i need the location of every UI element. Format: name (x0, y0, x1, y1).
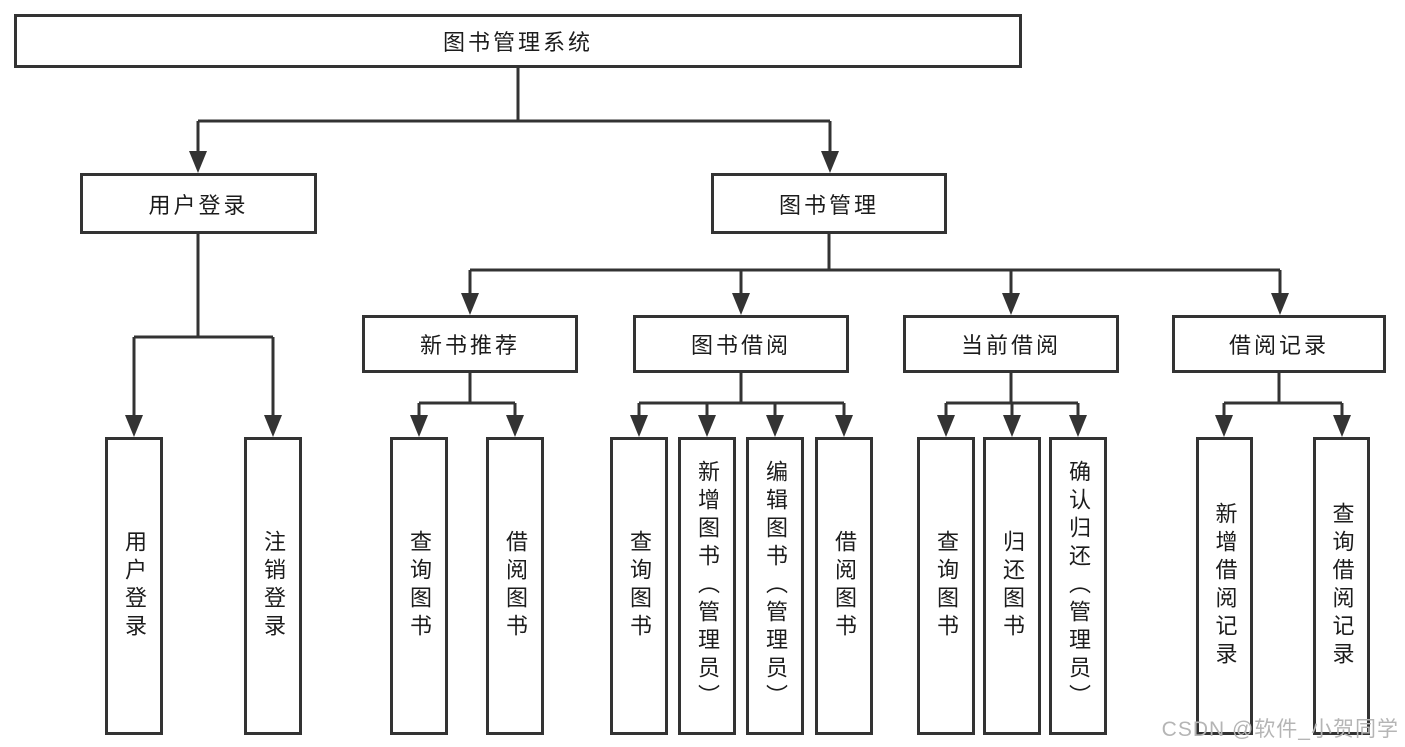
edge-bookmgmt-to-level3 (468, 234, 1282, 295)
arrowheads (125, 151, 1351, 437)
node-leaf-edit-books-admin: 编辑图书（管理员） (746, 437, 804, 735)
node-leaf-add-borrow-record: 新增借阅记录 (1196, 437, 1253, 735)
node-leaf-query-books-borrow: 查询图书 (610, 437, 668, 735)
node-leaf-borrow-books-recommend: 借阅图书 (486, 437, 544, 735)
node-label: 注销登录 (261, 530, 286, 642)
node-book-management-system: 图书管理系统 (14, 14, 1022, 68)
arrowhead-icon (821, 151, 839, 173)
node-label: 编辑图书（管理员） (763, 460, 788, 712)
arrowhead-icon (461, 293, 479, 315)
node-label: 查询图书 (627, 530, 652, 642)
node-label: 图书管理 (778, 192, 879, 218)
node-leaf-query-borrow-record: 查询借阅记录 (1313, 437, 1370, 735)
node-leaf-return-books: 归还图书 (983, 437, 1041, 735)
node-label: 归还图书 (1000, 530, 1025, 642)
arrowhead-icon (410, 415, 428, 437)
arrowhead-icon (835, 415, 853, 437)
node-leaf-confirm-return-admin: 确认归还（管理员） (1049, 437, 1107, 735)
arrowhead-icon (732, 293, 750, 315)
edge-current-to-leaves (944, 373, 1080, 417)
node-label: 查询图书 (934, 530, 959, 642)
arrowhead-icon (1215, 415, 1233, 437)
edge-root-to-level2 (196, 67, 832, 153)
node-leaf-logout: 注销登录 (244, 437, 302, 735)
node-label: 借阅记录 (1228, 333, 1329, 358)
node-book-borrow: 图书借阅 (633, 315, 849, 373)
node-borrow-records: 借阅记录 (1172, 315, 1386, 373)
node-book-management-branch: 图书管理 (711, 173, 947, 234)
arrowhead-icon (125, 415, 143, 437)
arrowhead-icon (1333, 415, 1351, 437)
node-new-book-recommend: 新书推荐 (362, 315, 578, 373)
node-user-login-branch: 用户登录 (80, 173, 317, 234)
node-leaf-add-books-admin: 新增图书（管理员） (678, 437, 736, 735)
arrowhead-icon (506, 415, 524, 437)
arrowhead-icon (698, 415, 716, 437)
node-label: 用户登录 (148, 192, 249, 218)
node-label: 图书管理系统 (442, 30, 593, 55)
node-label: 当前借阅 (960, 333, 1061, 358)
arrowhead-icon (1069, 415, 1087, 437)
node-label: 查询图书 (407, 530, 432, 642)
node-label: 借阅图书 (503, 530, 528, 642)
arrowhead-icon (766, 415, 784, 437)
node-leaf-borrow-books: 借阅图书 (815, 437, 873, 735)
node-label: 新书推荐 (419, 333, 520, 358)
node-leaf-query-books-recommend: 查询图书 (390, 437, 448, 735)
arrowhead-icon (937, 415, 955, 437)
edge-borrow-to-leaves (637, 373, 846, 417)
node-current-borrow: 当前借阅 (903, 315, 1119, 373)
node-label: 用户登录 (122, 530, 147, 642)
node-leaf-query-books-current: 查询图书 (917, 437, 975, 735)
node-label: 确认归还（管理员） (1066, 460, 1091, 712)
node-label: 图书借阅 (690, 333, 791, 358)
arrowhead-icon (264, 415, 282, 437)
node-label: 借阅图书 (832, 530, 857, 642)
node-label: 查询借阅记录 (1329, 502, 1355, 670)
node-label: 新增借阅记录 (1212, 502, 1238, 670)
node-leaf-user-login: 用户登录 (105, 437, 163, 735)
arrowhead-icon (1002, 293, 1020, 315)
edge-recommend-to-leaves (417, 373, 517, 417)
arrowhead-icon (189, 151, 207, 173)
edge-records-to-leaves (1222, 373, 1344, 417)
arrowhead-icon (1003, 415, 1021, 437)
arrowhead-icon (630, 415, 648, 437)
node-label: 新增图书（管理员） (695, 460, 720, 712)
arrowhead-icon (1271, 293, 1289, 315)
watermark: CSDN @软件_小贺同学 (1161, 718, 1399, 741)
edge-userlogin-to-leaves (132, 234, 275, 417)
